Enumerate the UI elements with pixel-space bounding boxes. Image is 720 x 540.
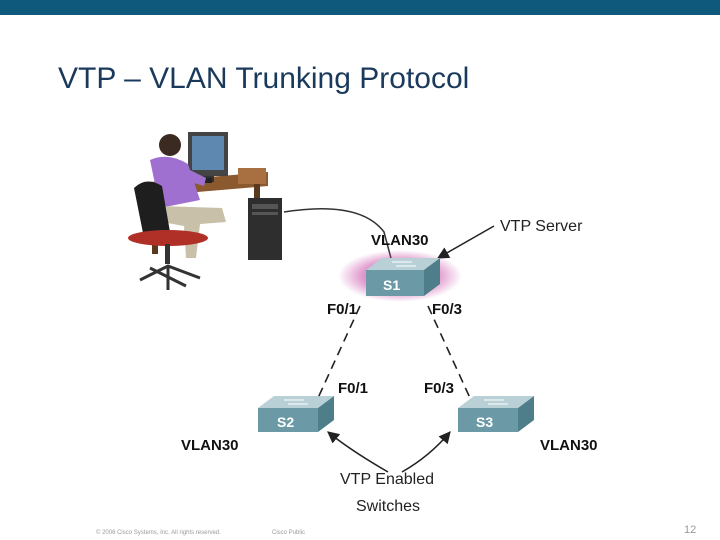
trunk-link-s1-s2 xyxy=(317,305,361,399)
s3-vlan-label: VLAN30 xyxy=(540,437,598,454)
chair-icon xyxy=(134,181,170,238)
footer-classification: Cisco Public xyxy=(272,530,306,536)
slide-title: VTP – VLAN Trunking Protocol xyxy=(58,62,470,95)
footer-copyright: © 2006 Cisco Systems, Inc. All rights re… xyxy=(96,530,221,536)
vtp-enabled-label-line2: Switches xyxy=(356,498,421,515)
switch-s3-name: S3 xyxy=(476,414,494,430)
s1-port-left-label: F0/1 xyxy=(327,301,358,318)
admin-workstation-illustration xyxy=(128,132,282,290)
s2-port-label: F0/1 xyxy=(338,380,369,397)
s1-port-right-label: F0/3 xyxy=(432,301,463,318)
person-icon xyxy=(159,134,181,156)
top-accent-bar xyxy=(0,0,720,15)
vtp-enabled-arrow-s2 xyxy=(327,431,389,473)
s1-vlan-label: VLAN30 xyxy=(371,232,429,249)
page-number: 12 xyxy=(684,524,697,536)
vtp-server-arrow xyxy=(436,225,495,259)
vtp-enabled-arrow-s3 xyxy=(401,431,451,473)
switch-s1 xyxy=(338,250,462,302)
switch-s1-name: S1 xyxy=(383,277,401,293)
s2-vlan-label: VLAN30 xyxy=(181,437,239,454)
switch-s2-name: S2 xyxy=(277,414,295,430)
vtp-server-label: VTP Server xyxy=(500,218,583,235)
workstation-link xyxy=(283,207,393,263)
s3-port-label: F0/3 xyxy=(424,380,455,397)
switch-s2 xyxy=(258,396,334,432)
switch-s3 xyxy=(458,396,534,432)
trunk-link-s1-s3 xyxy=(427,305,471,399)
vtp-enabled-label-line1: VTP Enabled xyxy=(340,471,434,488)
